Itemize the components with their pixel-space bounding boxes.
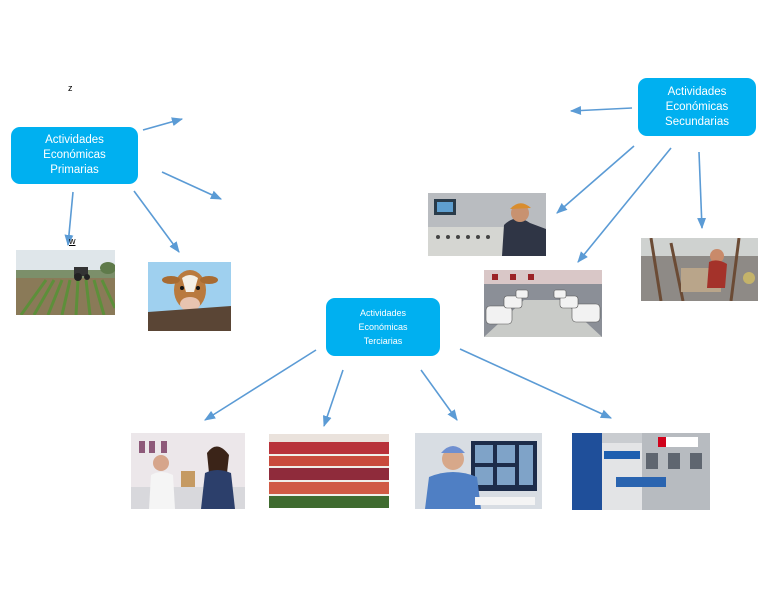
arrow-secundarias-control — [556, 145, 635, 214]
arrow-primarias-cow — [133, 190, 180, 253]
arrow-terciarias-shop — [204, 349, 317, 421]
box-secundarias-line1: Actividades — [667, 85, 727, 98]
arrow-terciarias-market — [322, 369, 344, 428]
arrow-primarias-right — [161, 171, 223, 200]
supermarket-produce-photo — [269, 434, 389, 508]
shop-counter-photo — [131, 433, 245, 509]
box-primarias-line2: Económicas — [43, 149, 106, 161]
box-terciarias: Actividades Económicas Terciarias — [326, 298, 440, 356]
bank-storefronts-photo — [572, 433, 710, 510]
cow-photo — [148, 262, 231, 331]
box-secundarias-line3: Secundarias — [665, 115, 729, 128]
doctor-scans-photo — [415, 433, 542, 509]
arrow-terciarias-banks — [459, 348, 613, 419]
box-secundarias: Actividades Económicas Secundarias — [638, 78, 756, 136]
box-terciarias-line1: Actividades — [359, 308, 407, 318]
arrow-secundarias-left — [569, 106, 633, 115]
box-primarias-line1: Actividades — [45, 134, 104, 146]
control-room-worker-photo — [428, 193, 546, 256]
arrow-secundarias-cars — [577, 147, 672, 263]
box-terciarias-line3: Terciarias — [363, 336, 403, 346]
arrow-primarias-tractor — [64, 191, 74, 247]
box-primarias-line3: Primarias — [50, 164, 99, 176]
box-terciarias-line2: Económicas — [358, 322, 408, 332]
car-assembly-line-photo — [484, 270, 602, 337]
box-primarias: Actividades Económicas Primarias — [11, 127, 138, 184]
stray-letter-w: w — [69, 236, 76, 246]
tractor-field-photo — [16, 250, 115, 315]
arrow-terciarias-doctor — [420, 369, 458, 421]
arrow-primarias-up — [142, 117, 184, 131]
box-secundarias-line2: Económicas — [665, 100, 729, 113]
stray-letter-z: z — [68, 83, 73, 93]
arrow-secundarias-mechanic — [697, 151, 707, 230]
mechanic-workshop-photo — [641, 238, 758, 301]
